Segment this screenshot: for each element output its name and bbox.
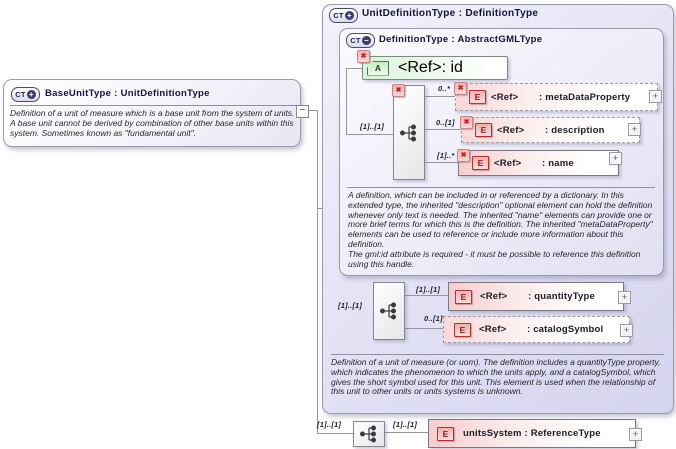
minus-toggle-icon: − — [361, 36, 371, 45]
element-catalogsymbol[interactable]: E <Ref> : catalogSymbol — [443, 316, 630, 343]
cardinality-label: 0..[1] — [436, 118, 455, 127]
element-ref: <Ref> — [497, 124, 525, 136]
sequence-compositor[interactable] — [353, 421, 385, 447]
ct-label: CT — [15, 90, 26, 99]
element-ref: <Ref> — [480, 291, 508, 302]
complex-type-icon[interactable]: CT + — [11, 87, 40, 102]
expand-toggle[interactable]: + — [620, 324, 633, 337]
element-icon: E — [469, 90, 486, 104]
element-ref: <Ref> — [479, 324, 507, 335]
ct-label: CT — [333, 11, 344, 20]
definition-type-annotation: A definition, which can be included in o… — [348, 190, 654, 269]
connector-line — [423, 162, 458, 163]
element-icon: E — [475, 123, 492, 137]
element-icon: E — [455, 289, 472, 304]
connector-line — [346, 68, 366, 69]
complex-type-icon[interactable]: CT + — [329, 8, 358, 23]
element-icon: E — [454, 322, 471, 337]
sequence-icon — [360, 425, 377, 443]
element-label: unitsSystem : ReferenceType — [463, 428, 601, 439]
collapse-toggle[interactable]: − — [296, 105, 309, 118]
divider — [10, 105, 296, 106]
connector-line — [317, 433, 353, 434]
element-name: : description — [545, 124, 605, 136]
complex-type-icon[interactable]: CT − — [346, 33, 375, 48]
attribute-id[interactable]: A <Ref> : id — [362, 56, 508, 80]
unit-definition-type-title: UnitDefinitionType : DefinitionType — [362, 8, 539, 19]
cardinality-label: [1]..[1] — [393, 420, 418, 429]
prohibited-icon: ✖ — [392, 84, 405, 97]
connector-line — [317, 110, 318, 433]
prohibited-icon: ✖ — [460, 116, 473, 129]
connector-line — [423, 96, 455, 97]
base-unit-type-description: Definition of a unit of measure which is… — [10, 108, 295, 138]
sequence-compositor[interactable] — [373, 282, 405, 340]
annotation-paragraph: The gml:id attribute is required - it mu… — [348, 248, 641, 269]
expand-toggle[interactable]: + — [618, 291, 631, 304]
plus-toggle-icon: + — [344, 11, 354, 20]
definition-type-title: DefinitionType : AbstractGMLType — [379, 34, 543, 45]
element-name-gml[interactable]: E <Ref> : name — [458, 150, 619, 176]
element-ref: <Ref> — [491, 91, 519, 103]
ct-label: CT — [350, 36, 361, 45]
connector-line — [403, 295, 448, 296]
element-name: : quantityType — [528, 291, 596, 302]
cardinality-label: [1]..[1] — [338, 301, 363, 310]
cardinality-label: [1]..[1] — [317, 420, 342, 429]
element-name: : metaDataProperty — [539, 91, 631, 103]
unit-definition-type-annotation: Definition of a unit of measure (or uom)… — [331, 357, 661, 397]
base-unit-type-box: CT + BaseUnitType : UnitDefinitionType D… — [3, 79, 301, 147]
plus-toggle-icon: + — [26, 90, 36, 99]
connector-line — [423, 129, 461, 130]
annotation-paragraph: A definition, which can be included in o… — [348, 190, 653, 249]
base-unit-type-title: BaseUnitType : UnitDefinitionType — [45, 88, 210, 99]
element-ref: <Ref> — [494, 157, 522, 169]
expand-toggle[interactable]: + — [649, 90, 662, 103]
cardinality-label: [1]..* — [437, 151, 455, 160]
prohibited-icon: ✖ — [454, 82, 467, 95]
connector-line — [346, 134, 393, 135]
prohibited-icon: ✖ — [357, 50, 370, 63]
connector-line — [403, 328, 443, 329]
element-description[interactable]: E <Ref> : description — [461, 117, 640, 143]
element-icon: E — [437, 426, 454, 441]
cardinality-label: [1]..[1] — [416, 285, 441, 294]
element-metadataproperty[interactable]: E <Ref> : metaDataProperty — [455, 83, 658, 111]
connector-line — [382, 432, 428, 433]
cardinality-label: 0..[1] — [424, 314, 443, 323]
cardinality-label: 0..* — [438, 84, 451, 93]
connector-line — [307, 110, 317, 111]
expand-toggle[interactable]: + — [628, 123, 641, 136]
element-name: : name — [542, 157, 574, 169]
prohibited-icon: ✖ — [457, 149, 470, 162]
divider — [347, 187, 655, 188]
attribute-name: : id — [441, 59, 463, 76]
cardinality-label: [1]..[1] — [360, 122, 385, 131]
divider — [331, 354, 664, 355]
attribute-icon: A — [367, 60, 389, 76]
element-unitssystem[interactable]: E unitsSystem : ReferenceType — [428, 419, 636, 448]
element-name: : catalogSymbol — [527, 324, 604, 335]
sequence-icon — [380, 302, 397, 320]
expand-toggle[interactable]: + — [629, 428, 642, 441]
sequence-compositor[interactable] — [393, 85, 425, 180]
attribute-ref: <Ref> — [398, 59, 442, 76]
sequence-icon — [400, 123, 417, 142]
element-quantitytype[interactable]: E <Ref> : quantityType — [448, 282, 624, 311]
element-icon: E — [472, 156, 489, 170]
connector-line — [346, 68, 347, 134]
expand-toggle[interactable]: + — [609, 152, 622, 165]
